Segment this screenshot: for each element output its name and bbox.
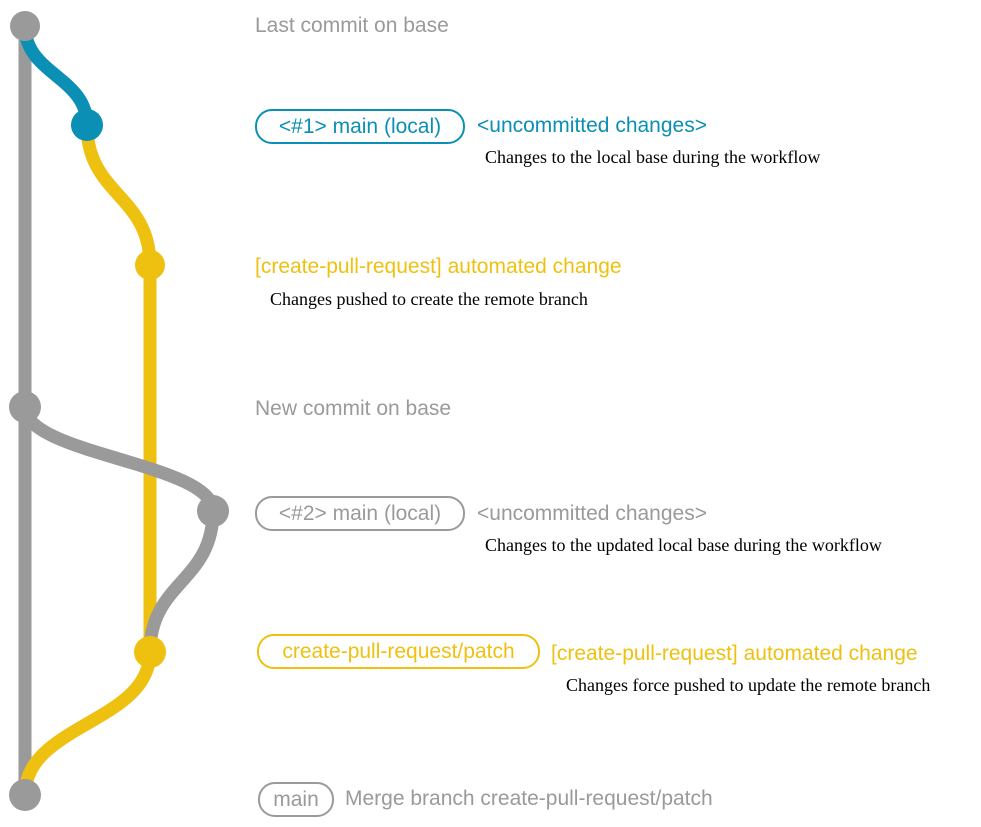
pill-create-pull-request-patch-label: create-pull-request/patch (282, 639, 515, 663)
commit-nodes (9, 11, 229, 811)
row-automated-change-1-subtext: Changes pushed to create the remote bran… (270, 289, 588, 309)
row-automated-change-2-subtext: Changes force pushed to update the remot… (566, 675, 931, 695)
node-local-uncommitted-2 (197, 495, 229, 527)
row-automated-change-2-headline: [create-pull-request] automated change (551, 642, 918, 665)
pill-main-local-2-label: <#2> main (local) (278, 501, 442, 525)
edge-base-to-local-2 (18, 400, 220, 518)
row-automated-change-1-headline: [create-pull-request] automated change (255, 255, 622, 278)
row-local-uncommitted-2-subtext: Changes to the updated local base during… (485, 535, 882, 555)
pill-main-local-2[interactable]: <#2> main (local) (255, 496, 465, 531)
node-local-uncommitted-1 (71, 109, 103, 141)
pill-main-local-1-label: <#1> main (local) (278, 114, 442, 138)
row-local-uncommitted-1-headline: <uncommitted changes> (477, 114, 707, 137)
row-new-commit-on-base-headline: New commit on base (255, 397, 452, 420)
row-merge-commit-headline: Merge branch create-pull-request/patch (345, 787, 713, 810)
node-last-commit-on-base (10, 11, 40, 41)
pill-main[interactable]: main (258, 782, 334, 817)
edge-local-1-to-patch-1 (80, 118, 157, 272)
pill-main-local-1[interactable]: <#1> main (local) (255, 109, 465, 144)
edge-base-to-local-1 (18, 19, 94, 132)
pill-main-label: main (273, 787, 319, 811)
edge-local-2-to-patch-2 (143, 504, 220, 659)
node-automated-change-2 (134, 636, 166, 668)
row-last-commit-on-base-headline: Last commit on base (255, 14, 449, 37)
row-local-uncommitted-2-headline: <uncommitted changes> (477, 502, 707, 525)
row-local-uncommitted-1-subtext: Changes to the local base during the wor… (485, 147, 821, 167)
node-new-commit-on-base (9, 391, 41, 423)
edge-patch-2-to-merge (18, 645, 157, 802)
node-merge-commit (9, 779, 41, 811)
node-automated-change-1 (135, 250, 165, 280)
pill-create-pull-request-patch[interactable]: create-pull-request/patch (257, 634, 540, 669)
